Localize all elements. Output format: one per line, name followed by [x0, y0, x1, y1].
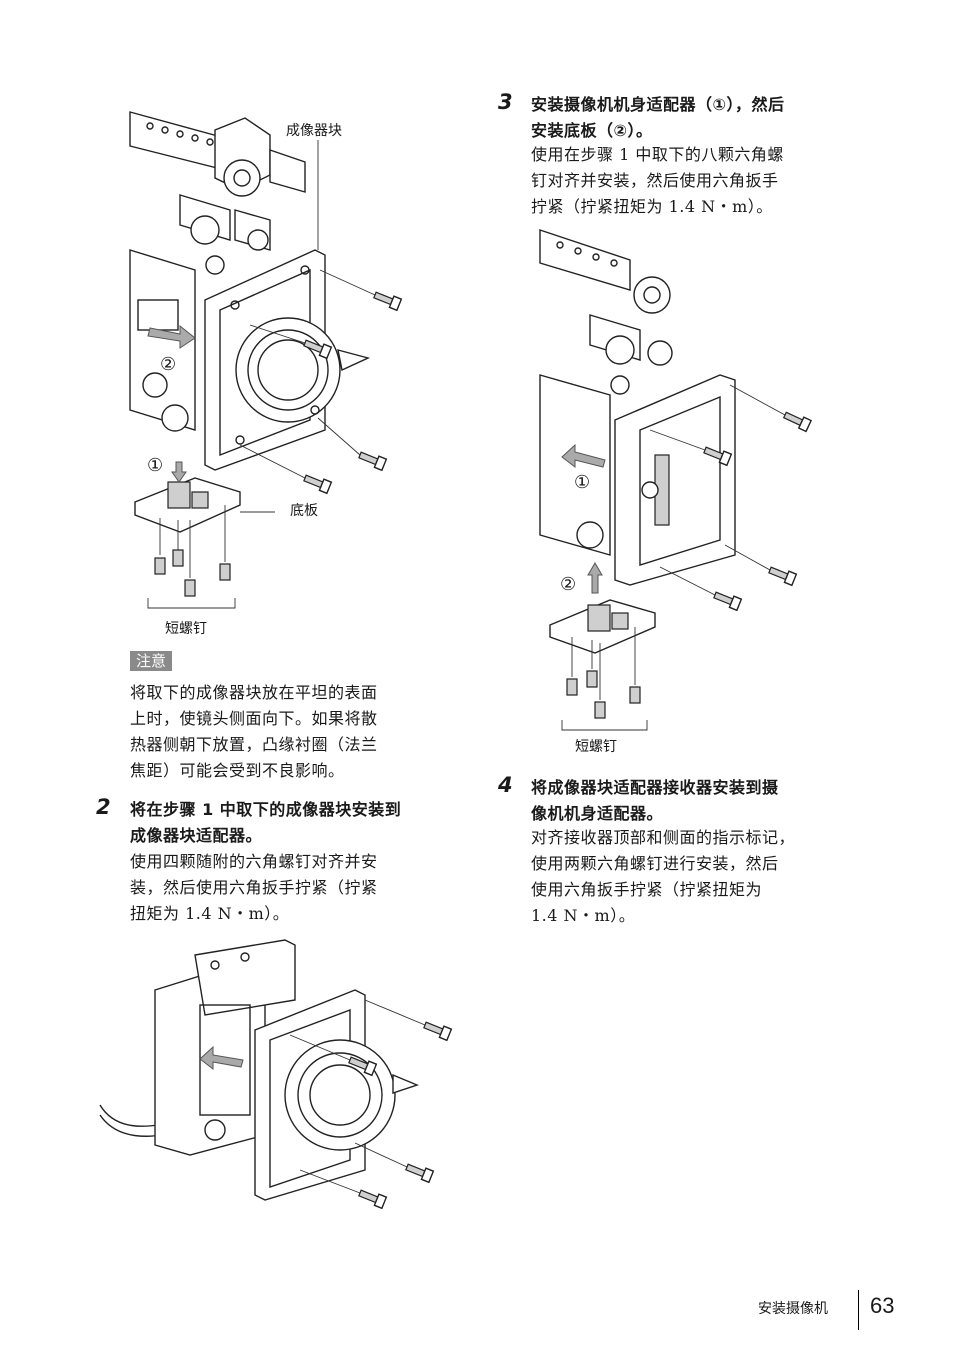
step-4-body-line: 1.4 N・m）。: [531, 906, 636, 925]
step-4-heading-line: 将成像器块适配器接收器安装到摄: [531, 778, 779, 797]
callout-2: ②: [560, 574, 577, 595]
step-2-body-line: 使用四颗随附的六角螺钉对齐并安: [130, 852, 378, 871]
step-2-body: 使用四颗随附的六角螺钉对齐并安 装，然后使用六角扳手拧紧（拧紧 扭矩为 1.4 …: [130, 849, 378, 927]
step-4-heading-line: 像机机身适配器。: [531, 804, 664, 823]
note-block: 注意: [130, 650, 173, 671]
step-3-heading-line: 安装底板（②）。: [531, 121, 653, 140]
step-3-body-line: 钉对齐并安装，然后使用六角扳手: [531, 171, 779, 190]
note-badge: 注意: [130, 651, 173, 671]
callout-1: ①: [574, 472, 591, 493]
label-imager-block: 成像器块: [286, 123, 342, 139]
step-2-body-line: 扭矩为 1.4 N・m）。: [130, 904, 290, 923]
step-3-heading: 安装摄像机机身适配器（①），然后 安装底板（②）。: [531, 92, 785, 144]
step-4-body-line: 对齐接收器顶部和侧面的指示标记，: [531, 828, 796, 847]
step-3-number: 3: [498, 90, 513, 114]
step-2-heading-line: 将在步骤 1 中取下的成像器块安装到: [130, 800, 402, 819]
callout-2: ②: [160, 354, 177, 375]
step-2-heading: 将在步骤 1 中取下的成像器块安装到 成像器块适配器。: [130, 797, 401, 849]
step-3-body-line: 拧紧（拧紧扭矩为 1.4 N・m）。: [531, 197, 773, 216]
step-4-number: 4: [498, 773, 513, 797]
label-short-screws: 短螺钉: [165, 621, 207, 637]
step-3-body: 使用在步骤 1 中取下的八颗六角螺 钉对齐并安装，然后使用六角扳手 拧紧（拧紧扭…: [531, 142, 784, 220]
footer-section-title: 安装摄像机: [758, 1301, 828, 1317]
callout-1: ①: [147, 455, 164, 476]
figure-attach-imager-block: [99, 939, 453, 1210]
note-line: 焦距）可能会受到不良影响。: [130, 761, 345, 780]
label-base-plate: 底板: [290, 503, 318, 519]
step-4-body-line: 使用六角扳手拧紧（拧紧扭矩为: [531, 880, 763, 899]
figure-remove-imager-block: [129, 111, 403, 609]
label-short-screws: 短螺钉: [575, 739, 617, 755]
figure-attach-body-adapter: [539, 229, 813, 731]
step-2-number: 2: [96, 795, 111, 819]
note-line: 将取下的成像器块放在平坦的表面: [130, 683, 378, 702]
step-2-body-line: 装，然后使用六角扳手拧紧（拧紧: [130, 878, 378, 897]
step-4-body: 对齐接收器顶部和侧面的指示标记， 使用两颗六角螺钉进行安装，然后 使用六角扳手拧…: [531, 825, 795, 929]
step-2-heading-line: 成像器块适配器。: [130, 826, 263, 845]
step-4-heading: 将成像器块适配器接收器安装到摄 像机机身适配器。: [531, 775, 779, 827]
step-3-body-line: 使用在步骤 1 中取下的八颗六角螺: [531, 145, 784, 164]
step-4-body-line: 使用两颗六角螺钉进行安装，然后: [531, 854, 779, 873]
note-line: 热器侧朝下放置，凸缘衬圈（法兰: [130, 735, 378, 754]
step-3-heading-line: 安装摄像机机身适配器（①），然后: [531, 95, 785, 114]
footer-divider: [858, 1290, 859, 1330]
note-line: 上时，使镜头侧面向下。如果将散: [130, 709, 378, 728]
note-text: 将取下的成像器块放在平坦的表面 上时，使镜头侧面向下。如果将散 热器侧朝下放置，…: [130, 680, 378, 784]
page-number: 63: [870, 1293, 895, 1318]
